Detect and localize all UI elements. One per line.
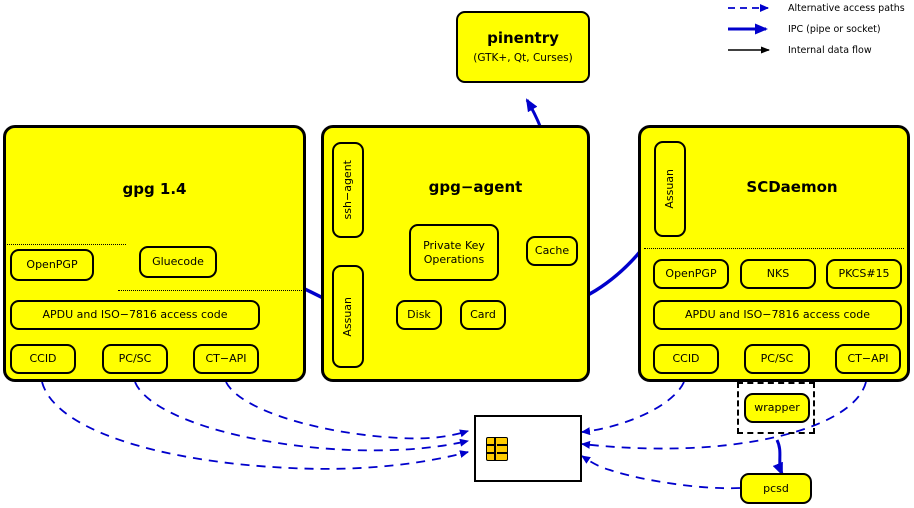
pko-label-line1: Private Key bbox=[423, 238, 485, 252]
node-gpg-apdu[interactable]: APDU and ISO−7816 access code bbox=[10, 300, 260, 330]
gpg-openpgp-label: OpenPGP bbox=[26, 258, 78, 272]
wrapper-dashed-container bbox=[737, 382, 815, 434]
ssh-agent-label: ssh−agent bbox=[341, 160, 355, 220]
node-wrapper[interactable]: wrapper bbox=[744, 393, 810, 423]
wrapper-label: wrapper bbox=[754, 401, 800, 415]
scd-app-pkcs15-label: PKCS#15 bbox=[838, 267, 890, 281]
node-private-key-operations[interactable]: Private Key Operations bbox=[409, 224, 499, 281]
altpath-pcsd-to-card bbox=[581, 455, 741, 490]
node-disk[interactable]: Disk bbox=[396, 300, 442, 330]
altpath-scd-ctapi-to-card bbox=[581, 381, 867, 450]
gpg-driver-ccid-label: CCID bbox=[29, 352, 57, 366]
cache-label: Cache bbox=[534, 244, 570, 258]
scd-driver-pcsc-label: PC/SC bbox=[760, 352, 794, 366]
scdaemon-title: SCDaemon bbox=[746, 178, 838, 196]
pinentry-title: pinentry bbox=[487, 28, 559, 47]
scd-assuan-label: Assuan bbox=[663, 169, 677, 209]
scd-driver-ccid-label: CCID bbox=[672, 352, 700, 366]
gpg-dotted-region-left bbox=[5, 244, 126, 291]
node-cache[interactable]: Cache bbox=[526, 236, 578, 266]
legend-item-ipc: IPC (pipe or socket) bbox=[726, 22, 881, 36]
node-scd-driver-pcsc[interactable]: PC/SC bbox=[744, 344, 810, 374]
scd-driver-ctapi-label: CT−API bbox=[847, 352, 889, 366]
gpg14-title: gpg 1.4 bbox=[122, 180, 187, 198]
agent-assuan-label: Assuan bbox=[341, 296, 355, 337]
altpath-scd-ccid-to-card bbox=[581, 381, 685, 436]
node-scd-apdu[interactable]: APDU and ISO−7816 access code bbox=[653, 300, 902, 330]
legend-label-alt-paths: Alternative access paths bbox=[788, 2, 905, 14]
disk-label: Disk bbox=[407, 308, 431, 322]
altpath-gpg-ccid-to-card bbox=[41, 381, 469, 470]
node-pinentry[interactable]: pinentry (GTK+, Qt, Curses) bbox=[456, 11, 590, 83]
scd-apdu-label: APDU and ISO−7816 access code bbox=[684, 308, 871, 322]
altpath-gpg-ctapi-to-card bbox=[225, 381, 469, 440]
node-ssh-agent[interactable]: ssh−agent bbox=[332, 142, 364, 238]
card-label: Card bbox=[470, 308, 496, 322]
node-pcsd[interactable]: pcsd bbox=[740, 473, 812, 504]
node-scd-app-openpgp[interactable]: OpenPGP bbox=[653, 259, 729, 289]
pinentry-subtitle: (GTK+, Qt, Curses) bbox=[473, 52, 573, 65]
legend-label-internal-flow: Internal data flow bbox=[788, 44, 872, 56]
pko-label-line2: Operations bbox=[423, 252, 485, 266]
scd-app-nks-label: NKS bbox=[766, 267, 790, 281]
pcsd-label: pcsd bbox=[763, 481, 789, 495]
legend-item-alt-paths: Alternative access paths bbox=[726, 1, 905, 15]
gpg-dotted-region-right bbox=[118, 244, 306, 291]
node-gpg-driver-pcsc[interactable]: PC/SC bbox=[102, 344, 168, 374]
node-scd-driver-ctapi[interactable]: CT−API bbox=[835, 344, 901, 374]
legend-item-internal-flow: Internal data flow bbox=[726, 43, 872, 57]
gpg-driver-pcsc-label: PC/SC bbox=[118, 352, 152, 366]
node-gpg-gluecode[interactable]: Gluecode bbox=[139, 246, 217, 278]
node-scd-app-nks[interactable]: NKS bbox=[740, 259, 816, 289]
scdaemon-dotted-divider bbox=[644, 248, 904, 249]
node-gpg-driver-ctapi[interactable]: CT−API bbox=[193, 344, 259, 374]
legend-label-ipc: IPC (pipe or socket) bbox=[788, 23, 881, 35]
node-card[interactable]: Card bbox=[460, 300, 506, 330]
node-gpg-driver-ccid[interactable]: CCID bbox=[10, 344, 76, 374]
gpg-apdu-label: APDU and ISO−7816 access code bbox=[42, 308, 228, 322]
gpg-agent-title: gpg−agent bbox=[428, 178, 523, 196]
legend-swatch-internal bbox=[728, 46, 770, 54]
smartcard-chip-icon bbox=[486, 437, 508, 461]
node-scd-app-pkcs15[interactable]: PKCS#15 bbox=[826, 259, 902, 289]
node-scd-driver-ccid[interactable]: CCID bbox=[653, 344, 719, 374]
node-scd-assuan[interactable]: Assuan bbox=[654, 141, 686, 237]
legend-swatch-dashed bbox=[728, 4, 769, 12]
node-agent-assuan[interactable]: Assuan bbox=[332, 265, 364, 368]
altpath-gpg-pcsc-to-card bbox=[134, 381, 469, 452]
legend-swatch-ipc bbox=[728, 23, 768, 35]
gpg-driver-ctapi-label: CT−API bbox=[205, 352, 247, 366]
scd-app-openpgp-label: OpenPGP bbox=[665, 267, 717, 281]
ipc-wrapper-to-pcsd bbox=[772, 439, 784, 476]
gpg-gluecode-label: Gluecode bbox=[152, 255, 204, 269]
node-gpg-openpgp[interactable]: OpenPGP bbox=[10, 249, 94, 281]
